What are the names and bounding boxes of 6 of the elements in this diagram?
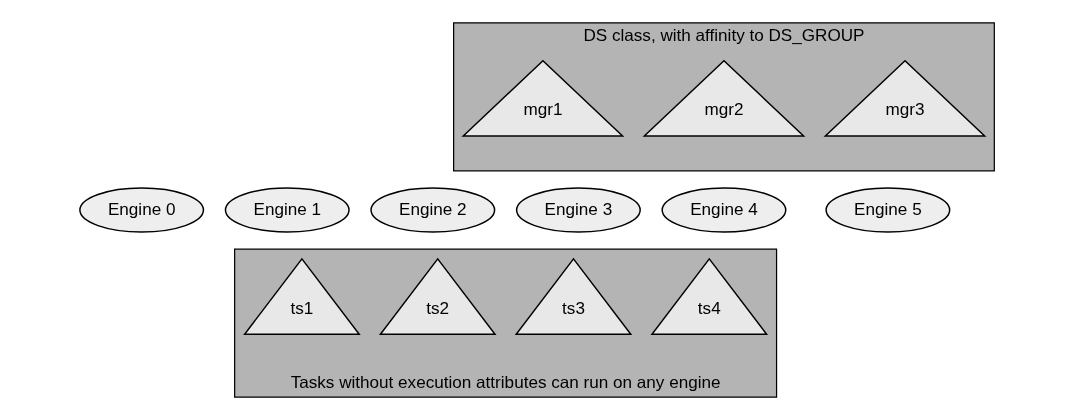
node-ellipse: Engine 0 xyxy=(78,187,204,233)
node-ellipse: Engine 3 xyxy=(515,187,641,233)
node-ellipse: Engine 2 xyxy=(369,187,495,233)
node-ellipse: Engine 1 xyxy=(224,187,350,233)
node-ellipse: Engine 4 xyxy=(660,187,786,233)
node-ellipse: Engine 5 xyxy=(824,187,950,233)
